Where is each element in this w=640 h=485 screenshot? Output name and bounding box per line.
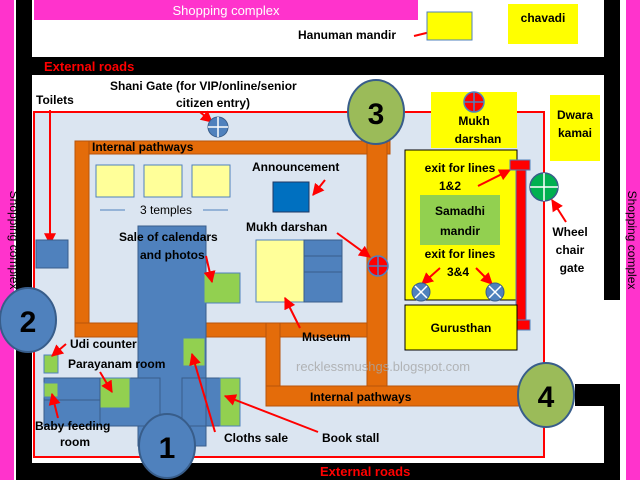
toilets-label: Toilets	[36, 93, 74, 107]
sale-calendars-line1: Sale of calendars	[119, 230, 218, 244]
gate-4-label: 4	[538, 381, 555, 414]
parayanam-green	[99, 377, 131, 409]
baby-feeding-line2: room	[60, 435, 90, 449]
exit-3-icon	[411, 282, 431, 302]
toilets-block	[35, 239, 69, 269]
wheel-chair-line2: chair	[556, 243, 585, 257]
right-external-road-upper	[604, 0, 620, 300]
museum-blue-block	[303, 239, 343, 303]
gate-2-marker: 2	[0, 287, 57, 353]
gate-3-marker: 3	[347, 79, 405, 145]
shani-gate-line1: Shani Gate (for VIP/online/senior	[110, 79, 297, 93]
dwara-kamai-line2: kamai	[558, 126, 592, 140]
temple-1	[95, 164, 135, 198]
exit-12-line2: 1&2	[439, 179, 461, 193]
announcement-booth	[272, 181, 310, 213]
temple-3	[191, 164, 231, 198]
baby-feeding-line1: Baby feeding	[35, 419, 110, 433]
wheel-chair-gate-icon	[529, 172, 559, 202]
external-roads-top-label: External roads	[44, 59, 134, 74]
gurusthan-label: Gurusthan	[431, 321, 492, 335]
dwara-kamai-line1: Dwara	[557, 108, 593, 122]
right-shopping-complex	[626, 0, 640, 480]
chavadi-building	[508, 4, 578, 44]
bottom-external-road	[16, 463, 620, 480]
book-stall-block	[219, 377, 241, 427]
baby-feeding-stall	[43, 382, 59, 398]
complex-boundary	[33, 111, 545, 458]
mukh-darshan-center-label: Mukh darshan	[246, 220, 327, 234]
shopping-complex-left-label: Shopping complex	[7, 191, 21, 290]
mukh-darshan-right-icon	[463, 91, 485, 113]
internal-pathways-bottom-label: Internal pathways	[310, 390, 412, 404]
book-stall-label: Book stall	[322, 431, 379, 445]
gate-1-label: 1	[159, 432, 176, 465]
wheel-chair-line3: gate	[560, 261, 585, 275]
exit-34-line1: exit for lines	[425, 247, 496, 261]
calendar-stall	[203, 272, 241, 304]
museum-label: Museum	[302, 330, 351, 344]
hanuman-mandir-label: Hanuman mandir	[298, 28, 396, 42]
left-shopping-complex	[0, 0, 14, 480]
exit-4-icon	[485, 282, 505, 302]
mukh-darshan-right-line1: Mukh	[458, 114, 489, 128]
gate-4-marker: 4	[517, 362, 575, 428]
udi-counter-label: Udi counter	[70, 337, 137, 351]
shani-gate-line2: citizen entry)	[176, 96, 250, 110]
samadhi-line2: mandir	[440, 224, 480, 238]
mukh-darshan-gate-icon	[367, 255, 389, 277]
external-roads-bottom-label: External roads	[320, 464, 410, 479]
parayanam-room-label: Parayanam room	[68, 357, 165, 371]
wheel-chair-line1: Wheel	[552, 225, 587, 239]
samadhi-mandir-core	[420, 195, 500, 245]
gurusthan-block	[404, 304, 518, 351]
hanuman-mandir-building	[426, 11, 473, 41]
top-external-road	[16, 57, 620, 75]
gate-1-marker: 1	[138, 413, 196, 479]
chavadi-label: chavadi	[521, 11, 566, 25]
three-temples-label: 3 temples	[140, 203, 192, 217]
shani-gate-icon	[207, 116, 229, 138]
announcement-label: Announcement	[252, 160, 339, 174]
exit-12-line1: exit for lines	[425, 161, 496, 175]
internal-pathways-top-label: Internal pathways	[92, 140, 194, 154]
watermark-text: recklessmushgs.blogspot.com	[296, 359, 470, 374]
museum-yellow-block	[255, 239, 305, 303]
dwara-kamai-block	[550, 95, 600, 161]
gate-2-label: 2	[20, 306, 37, 339]
right-external-road-lower	[604, 406, 620, 480]
exit-34-line2: 3&4	[447, 265, 469, 279]
udi-counter-stall	[43, 354, 59, 374]
right-road-spur	[575, 384, 620, 406]
top-shopping-complex	[34, 0, 418, 20]
temple-2	[143, 164, 183, 198]
sale-calendars-line2: and photos	[140, 248, 205, 262]
mukh-darshan-right-line2: darshan	[455, 132, 502, 146]
shopping-complex-right-label: Shopping complex	[625, 191, 639, 290]
cloths-sale-label: Cloths sale	[224, 431, 288, 445]
shopping-complex-top-label: Shopping complex	[173, 3, 280, 18]
gate-3-label: 3	[368, 98, 385, 131]
left-external-road	[16, 0, 32, 480]
samadhi-line1: Samadhi	[435, 204, 485, 218]
